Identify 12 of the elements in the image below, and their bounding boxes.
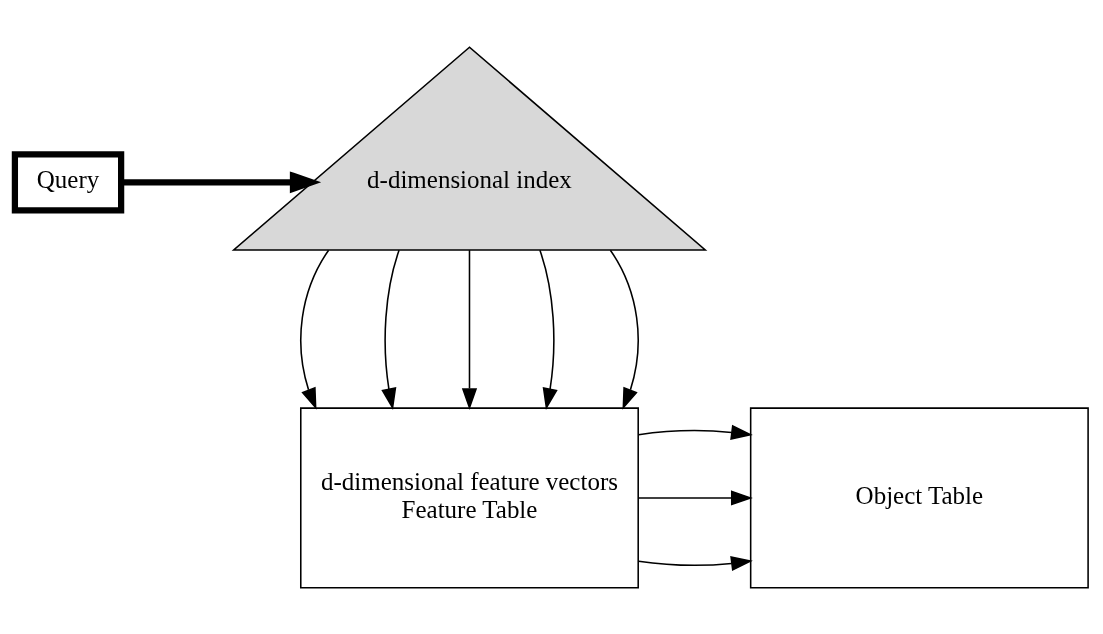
arrow <box>637 489 753 506</box>
arrow <box>121 170 322 193</box>
arrow <box>539 248 558 410</box>
arrow <box>637 424 753 440</box>
node-box: Query <box>11 150 125 214</box>
arrow <box>461 248 478 410</box>
node-box: Object Table <box>749 406 1089 589</box>
arrow <box>300 248 330 410</box>
arrow <box>637 555 753 571</box>
arrow <box>381 248 400 410</box>
arrow <box>609 248 639 410</box>
node-box: d-dimensional feature vectors Feature Table <box>300 406 639 589</box>
